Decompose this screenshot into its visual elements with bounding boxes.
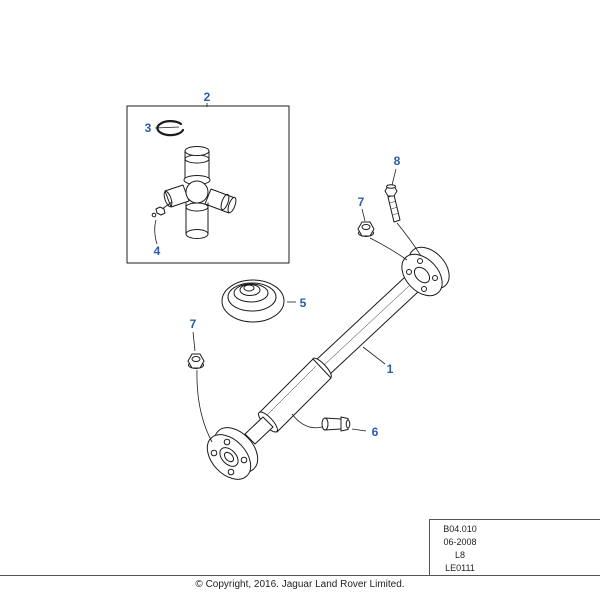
drawing-sheet-code: L8 <box>454 550 465 560</box>
callout-2[interactable]: 2 <box>204 90 211 104</box>
callout-5[interactable]: 5 <box>300 296 307 310</box>
drawing-ref-code: LE0111 <box>445 563 475 573</box>
callout-7-lower[interactable]: 7 <box>190 317 197 331</box>
spider-joint-drawing <box>163 146 237 239</box>
bolt-drawing <box>384 184 401 223</box>
inset-box <box>126 105 290 264</box>
drawing-date-code: 06-2008 <box>443 537 477 547</box>
rear-flange-drawing <box>206 427 259 480</box>
lower-nut-drawing <box>187 353 205 369</box>
drawing-code-block: B04.010 06-2008 L8 LE0111 <box>429 519 600 575</box>
fitting-drawing <box>321 416 351 432</box>
drawing-number: B04.010 <box>443 524 477 534</box>
footer-divider <box>0 575 600 576</box>
propshaft-drawing <box>206 246 450 480</box>
copyright-text: © Copyright, 2016. Jaguar Land Rover Lim… <box>195 579 405 590</box>
circlip-drawing <box>156 120 185 137</box>
upper-nut-drawing <box>357 221 375 237</box>
leader-lines <box>154 103 397 432</box>
callout-8[interactable]: 8 <box>394 154 401 168</box>
callout-4[interactable]: 4 <box>154 244 161 258</box>
grease-nipple-drawing <box>151 201 173 218</box>
callout-7-upper[interactable]: 7 <box>358 195 365 209</box>
front-flange-drawing <box>401 246 450 297</box>
universal-joint-inset <box>126 105 290 264</box>
callout-3[interactable]: 3 <box>145 121 152 135</box>
callout-1[interactable]: 1 <box>387 362 394 376</box>
attachment-curves <box>196 222 422 443</box>
callout-6[interactable]: 6 <box>372 425 379 439</box>
boot-drawing <box>221 279 285 323</box>
